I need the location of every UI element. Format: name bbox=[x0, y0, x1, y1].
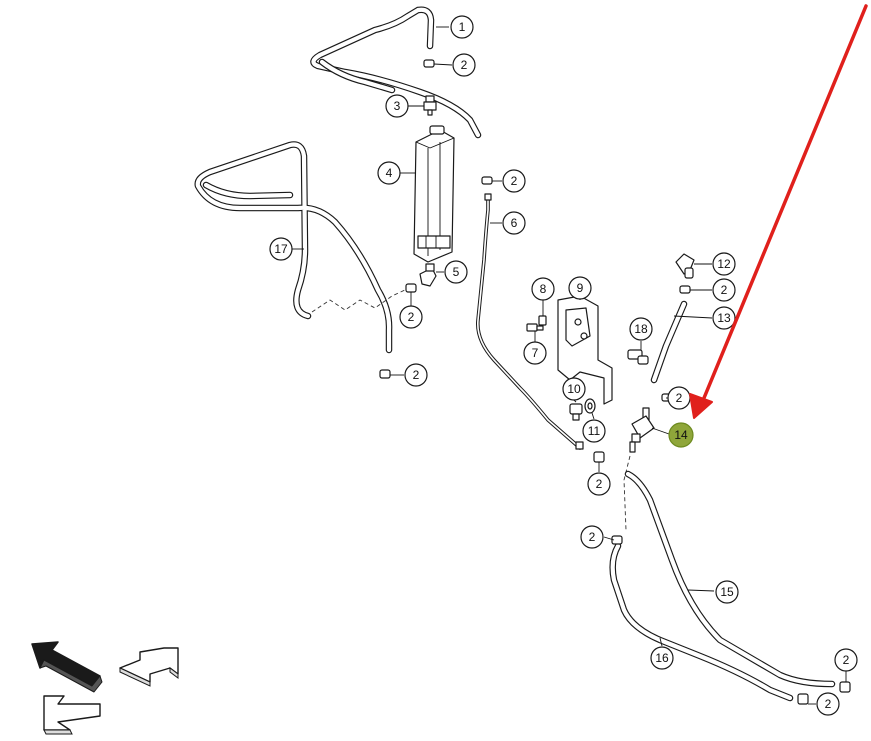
callout-label: 14 bbox=[674, 428, 688, 442]
callout-2: 2 bbox=[712, 278, 736, 302]
bolt-part bbox=[569, 403, 583, 421]
callout-label: 2 bbox=[461, 58, 468, 72]
callout-label: 8 bbox=[540, 282, 547, 296]
callout-2: 2 bbox=[404, 363, 428, 387]
callout-2: 2 bbox=[834, 648, 858, 672]
callout-2: 2 bbox=[587, 472, 611, 496]
bracket-part bbox=[557, 295, 613, 405]
clip-part bbox=[481, 176, 493, 185]
clip-part bbox=[379, 369, 391, 379]
connector-part bbox=[419, 263, 437, 287]
callout-label: 18 bbox=[634, 322, 648, 336]
callout-4: 4 bbox=[377, 161, 401, 185]
pipe-6 bbox=[476, 193, 584, 450]
callout-label: 2 bbox=[589, 530, 596, 544]
elbow-connector-part bbox=[675, 253, 695, 279]
callout-label: 6 bbox=[511, 216, 518, 230]
callout-8: 8 bbox=[531, 277, 555, 301]
bleed-screw-part bbox=[423, 95, 437, 116]
callout-2: 2 bbox=[399, 305, 423, 329]
callout-label: 16 bbox=[655, 651, 669, 665]
forward-arrow-icon bbox=[31, 641, 103, 693]
callout-3: 3 bbox=[385, 94, 409, 118]
callout-17: 17 bbox=[269, 237, 293, 261]
callout-11: 11 bbox=[582, 419, 606, 443]
clamp-part bbox=[627, 349, 649, 365]
callout-label: 7 bbox=[532, 346, 539, 360]
callout-label: 2 bbox=[511, 174, 518, 188]
callout-2: 2 bbox=[502, 169, 526, 193]
hose-16 bbox=[609, 542, 794, 702]
callout-label: 17 bbox=[274, 242, 288, 256]
clip-part bbox=[423, 59, 435, 68]
clip-part bbox=[593, 451, 605, 463]
hose-1 bbox=[310, 6, 482, 139]
callout-10: 10 bbox=[562, 377, 586, 401]
red-pointer-arrow bbox=[689, 4, 868, 419]
callout-2: 2 bbox=[580, 525, 604, 549]
callout-label: 2 bbox=[825, 697, 832, 711]
callout-2: 2 bbox=[816, 692, 840, 716]
callout-label: 2 bbox=[721, 283, 728, 297]
callout-label: 2 bbox=[408, 310, 415, 324]
callout-label: 5 bbox=[453, 265, 460, 279]
callout-label: 9 bbox=[577, 281, 584, 295]
callout-label: 4 bbox=[386, 166, 393, 180]
heat-exchanger-part bbox=[413, 125, 455, 263]
callout-label: 2 bbox=[676, 391, 683, 405]
left-arrow-icon bbox=[43, 695, 101, 735]
callout-label: 10 bbox=[567, 382, 581, 396]
clip-part bbox=[611, 535, 623, 545]
callout-label: 13 bbox=[717, 311, 731, 325]
callout-label: 3 bbox=[394, 99, 401, 113]
callout-7: 7 bbox=[523, 341, 547, 365]
callout-14: 14 bbox=[668, 422, 694, 448]
hose-13 bbox=[650, 300, 688, 384]
clip-part bbox=[797, 693, 809, 705]
washer-part bbox=[584, 398, 596, 414]
nut-part bbox=[538, 315, 547, 326]
callout-label: 1 bbox=[459, 20, 466, 34]
clip-part bbox=[679, 285, 691, 294]
callout-label: 12 bbox=[717, 257, 731, 271]
leader-lines bbox=[292, 26, 847, 705]
callout-1: 1 bbox=[450, 15, 474, 39]
callout-18: 18 bbox=[629, 317, 653, 341]
clip-part bbox=[405, 283, 417, 293]
callout-label: 2 bbox=[413, 368, 420, 382]
callout-9: 9 bbox=[568, 276, 592, 300]
callout-label: 2 bbox=[596, 477, 603, 491]
callout-6: 6 bbox=[502, 211, 526, 235]
callout-2: 2 bbox=[667, 386, 691, 410]
callout-2: 2 bbox=[452, 53, 476, 77]
callout-15: 15 bbox=[715, 580, 739, 604]
callout-5: 5 bbox=[444, 260, 468, 284]
hose-17 bbox=[194, 141, 393, 354]
callout-12: 12 bbox=[712, 252, 736, 276]
right-arrow-icon bbox=[119, 647, 179, 687]
screw-part bbox=[526, 323, 544, 332]
clip-part bbox=[839, 681, 851, 693]
callout-label: 15 bbox=[720, 585, 734, 599]
callout-16: 16 bbox=[650, 646, 674, 670]
callout-13: 13 bbox=[712, 306, 736, 330]
callout-label: 2 bbox=[843, 653, 850, 667]
callout-label: 11 bbox=[588, 424, 601, 438]
fuel-filter-part bbox=[629, 407, 655, 453]
hose-15 bbox=[624, 470, 836, 688]
